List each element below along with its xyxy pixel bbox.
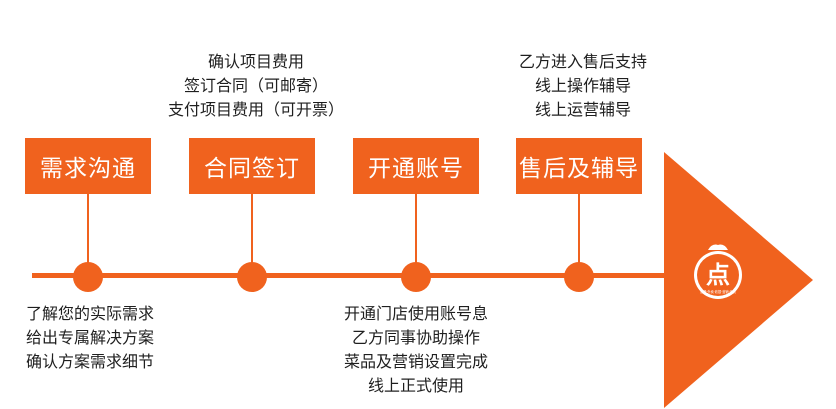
step-label: 需求沟通 — [40, 156, 136, 182]
step-label: 开通账号 — [368, 156, 464, 182]
connector — [87, 194, 89, 264]
note-line: 线上操作辅导 — [534, 76, 631, 95]
step-contract: 合同签订 — [189, 138, 315, 194]
note-line: 确认项目费用 — [207, 52, 304, 71]
timeline-dot — [237, 262, 267, 292]
account-notes: 开通门店使用账号息 乙方同事协助操作 菜品及营销设置完成 线上正式使用 — [320, 302, 512, 398]
step-requirement: 需求沟通 — [25, 138, 151, 194]
step-account: 开通账号 — [353, 138, 479, 194]
note-line: 支付项目费用（可开票） — [167, 100, 344, 119]
note-line: 乙方进入售后支持 — [518, 52, 647, 71]
note-line: 了解您的实际需求 — [26, 304, 155, 323]
connector — [251, 194, 253, 264]
support-notes: 乙方进入售后支持 线上操作辅导 线上运营辅导 — [498, 50, 668, 122]
note-line: 确认方案需求细节 — [26, 352, 155, 371]
step-support: 售后及辅导 — [516, 138, 642, 194]
connector — [578, 194, 580, 264]
connector — [415, 194, 417, 264]
timeline-dot — [564, 262, 594, 292]
note-line: 给出专属解决方案 — [26, 328, 155, 347]
note-line: 开通门店使用账号息 — [343, 304, 488, 323]
note-line: 菜品及营销设置完成 — [343, 352, 488, 371]
logo-character: 点 — [706, 261, 730, 289]
timeline-dot — [401, 262, 431, 292]
note-line: 线上运营辅导 — [534, 100, 631, 119]
contract-notes: 确认项目费用 签订合同（可邮寄） 支付项目费用（可开票） — [150, 50, 362, 122]
step-label: 售后及辅导 — [519, 156, 639, 182]
timeline-dot — [73, 262, 103, 292]
note-line: 签订合同（可邮寄） — [183, 76, 328, 95]
note-line: 线上正式使用 — [367, 376, 464, 395]
timeline-line — [32, 273, 672, 278]
note-line: 乙方同事协助操作 — [351, 328, 480, 347]
logo-caption: 点餐·外卖·收银·营销·会员 — [700, 289, 736, 294]
step-label: 合同签订 — [204, 156, 300, 182]
requirement-notes: 了解您的实际需求 给出专属解决方案 确认方案需求细节 — [26, 302, 176, 374]
